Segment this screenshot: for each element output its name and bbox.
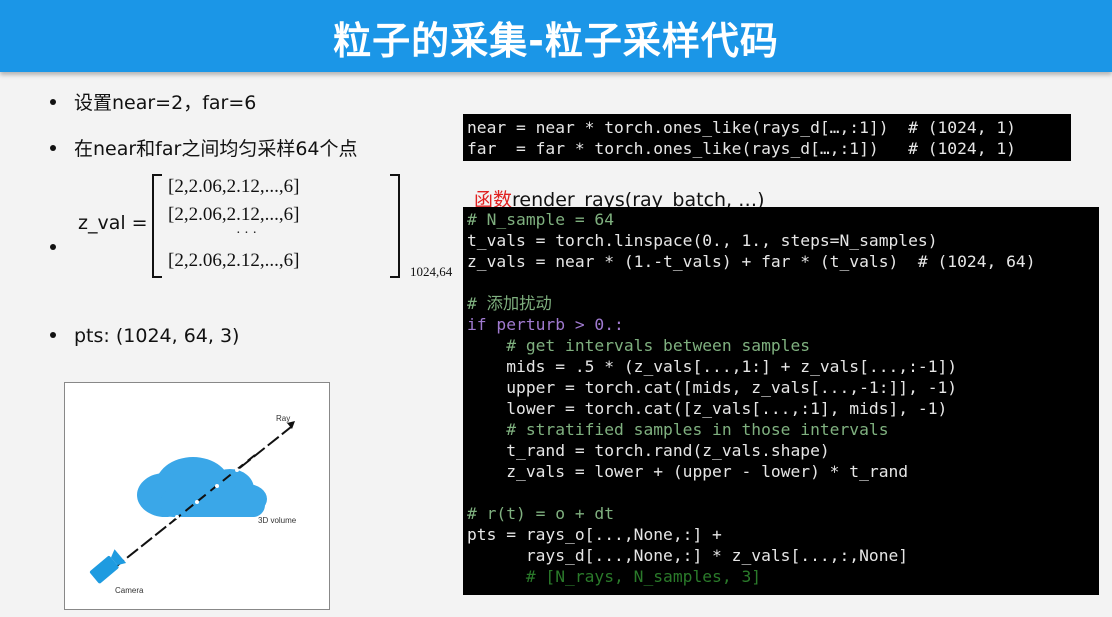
ray-label: Ray <box>276 414 290 423</box>
code-line: # stratified samples in those intervals <box>467 420 889 439</box>
volume-label: 3D volume <box>258 516 297 525</box>
code-line: if perturb > 0.: <box>467 315 624 334</box>
ray-in-volume <box>172 454 256 522</box>
cloud-icon <box>137 457 267 517</box>
code-line: # N_sample = 64 <box>467 210 615 229</box>
ray-arrowhead <box>287 421 295 429</box>
code-line: z_vals = near * (1.-t_vals) + far * (t_v… <box>467 252 1036 271</box>
bullet-dot <box>50 331 56 338</box>
diagram-svg: Ray 3D volume Camera <box>89 414 297 595</box>
matrix-ellipsis: · · · <box>236 226 257 241</box>
matrix-row: [2,2.06,2.12,...,6] <box>168 250 300 271</box>
matrix-subscript: 1024,64 <box>410 264 453 279</box>
code-line: near = near * torch.ones_like(rays_d[…,:… <box>467 118 1016 137</box>
code-line <box>467 482 1099 503</box>
sample-point <box>175 515 179 519</box>
slide-title: 粒子的采集-粒子采样代码 <box>333 19 779 63</box>
function-name: render_rays(ray_batch, …) <box>512 189 765 211</box>
code-line: far = far * torch.ones_like(rays_d[…,:1]… <box>467 139 1016 158</box>
code-line: t_rand = torch.rand(z_vals.shape) <box>467 441 830 460</box>
code-block-render-rays: # N_sample = 64 t_vals = torch.linspace(… <box>463 207 1099 595</box>
z-val-matrix: z_val = [2,2.06,2.12,...,6] [2,2.06,2.12… <box>50 172 452 282</box>
bullet-dot <box>50 144 56 151</box>
bullet-text: 设置near=2，far=6 <box>74 92 257 114</box>
bullet-dot <box>50 244 56 250</box>
bullet-text: pts: (1024, 64, 3) <box>74 325 240 347</box>
matrix-row: [2,2.06,2.12,...,6] <box>168 176 300 197</box>
code-line: pts = rays_o[...,None,:] + <box>467 525 722 544</box>
matrix-right-bracket <box>390 174 400 278</box>
matrix-row: [2,2.06,2.12,...,6] <box>168 204 300 225</box>
code-line: # get intervals between samples <box>467 336 811 355</box>
sample-point <box>195 500 199 504</box>
code-line: t_vals = torch.linspace(0., 1., steps=N_… <box>467 231 938 250</box>
bullet-text: 在near和far之间均匀采样64个点 <box>74 138 358 160</box>
code-line: upper = torch.cat([mids, z_vals[...,-1:]… <box>467 378 958 397</box>
sample-point <box>215 484 219 488</box>
matrix-left-bracket <box>152 174 162 278</box>
code-line: # 添加扰动 <box>467 294 552 313</box>
ray-sampling-diagram: Ray 3D volume Camera <box>64 382 330 610</box>
slide-header: 粒子的采集-粒子采样代码 <box>0 0 1112 72</box>
code-line: # [N_rays, N_samples, 3] <box>467 567 762 586</box>
bullet-pts-shape: pts: (1024, 64, 3) <box>50 325 239 347</box>
code-line: # r(t) = o + dt <box>467 504 615 523</box>
code-line: z_vals = lower + (upper - lower) * t_ran… <box>467 462 909 481</box>
function-keyword: 函数 <box>474 189 513 211</box>
bullet-dot <box>50 98 56 105</box>
code-line: rays_d[...,None,:] * z_vals[...,:,None] <box>467 546 909 565</box>
sample-point <box>235 468 239 472</box>
camera-label: Camera <box>115 586 144 595</box>
code-line: mids = .5 * (z_vals[...,1:] + z_vals[...… <box>467 357 958 376</box>
bullet-uniform-sample: 在near和far之间均匀采样64个点 <box>50 134 358 161</box>
code-line <box>467 272 1099 293</box>
code-block-near-far: near = near * torch.ones_like(rays_d[…,:… <box>463 114 1071 161</box>
camera-icon <box>89 549 127 584</box>
code-line: lower = torch.cat([z_vals[...,:1], mids]… <box>467 399 948 418</box>
function-signature: 函数render_rays(ray_batch, …) <box>474 185 765 212</box>
bullet-near-far: 设置near=2，far=6 <box>50 88 256 115</box>
matrix-label: z_val = <box>78 212 148 234</box>
